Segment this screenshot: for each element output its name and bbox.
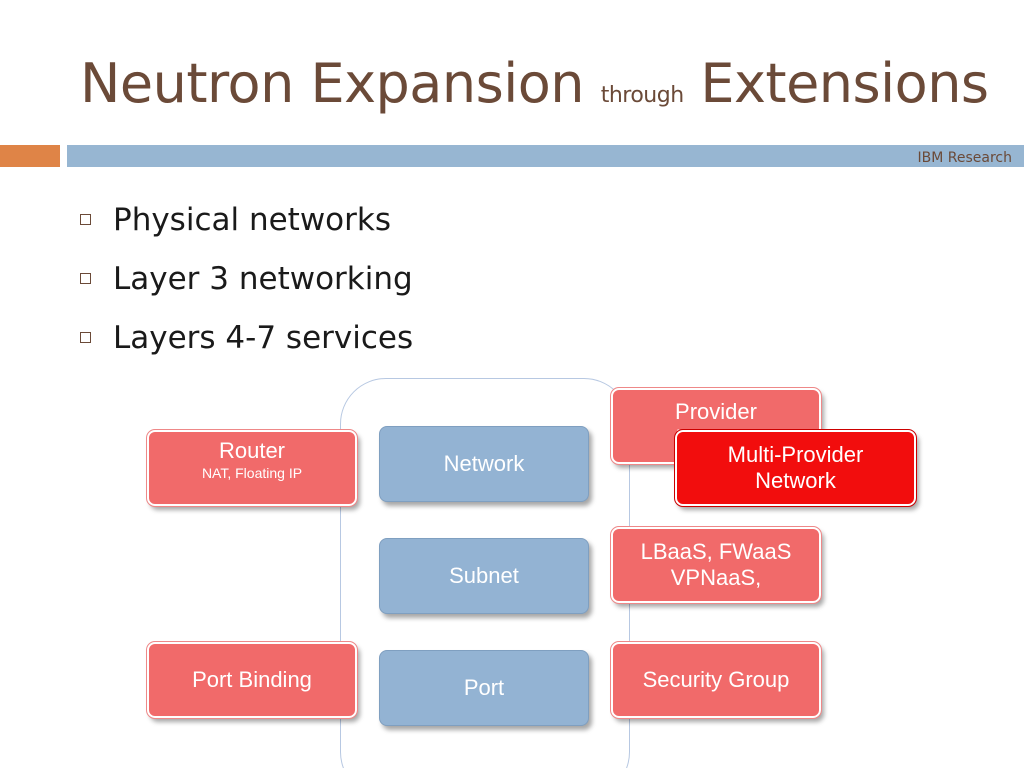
- subnet-box: Subnet: [379, 538, 589, 614]
- bullet-list: Physical networks Layer 3 networking Lay…: [80, 190, 413, 367]
- org-label: IBM Research: [917, 150, 1012, 166]
- accent-bar-blue: [67, 145, 1024, 167]
- port-binding-label: Port Binding: [192, 667, 312, 692]
- port-binding-box: Port Binding: [146, 641, 358, 719]
- square-bullet-icon: [80, 332, 91, 343]
- services-box: LBaaS, FWaaS VPNaaS,: [610, 526, 822, 604]
- slide-title: Neutron Expansion through Extensions: [80, 52, 989, 115]
- router-label: Router: [218, 438, 286, 463]
- port-label: Port: [463, 675, 505, 700]
- accent-bar-orange: [0, 145, 60, 167]
- title-part-3: Extensions: [683, 52, 989, 115]
- bullet-text: Physical networks: [113, 201, 392, 238]
- security-group-label: Security Group: [642, 667, 790, 692]
- bullet-item: Layers 4-7 services: [80, 308, 413, 367]
- security-group-box: Security Group: [610, 641, 822, 719]
- title-part-1: Neutron Expansion: [80, 52, 601, 115]
- port-box: Port: [379, 650, 589, 726]
- square-bullet-icon: [80, 273, 91, 284]
- title-part-2: through: [600, 83, 684, 108]
- multi-provider-network-box: Multi-Provider Network: [674, 429, 917, 507]
- multi-provider-line2: Network: [755, 468, 836, 493]
- services-line2: VPNaaS,: [670, 565, 762, 590]
- network-box: Network: [379, 426, 589, 502]
- subnet-label: Subnet: [449, 563, 519, 588]
- square-bullet-icon: [80, 214, 91, 225]
- bullet-item: Layer 3 networking: [80, 249, 413, 308]
- network-label: Network: [443, 451, 525, 476]
- provider-network-line1: Provider: [675, 399, 757, 424]
- bullet-item: Physical networks: [80, 190, 413, 249]
- services-line1: LBaaS, FWaaS: [640, 539, 792, 564]
- router-sublabel: NAT, Floating IP: [201, 465, 303, 481]
- bullet-text: Layers 4-7 services: [113, 319, 414, 356]
- multi-provider-line1: Multi-Provider: [727, 442, 864, 467]
- router-box: Router NAT, Floating IP: [146, 429, 358, 507]
- bullet-text: Layer 3 networking: [113, 260, 413, 297]
